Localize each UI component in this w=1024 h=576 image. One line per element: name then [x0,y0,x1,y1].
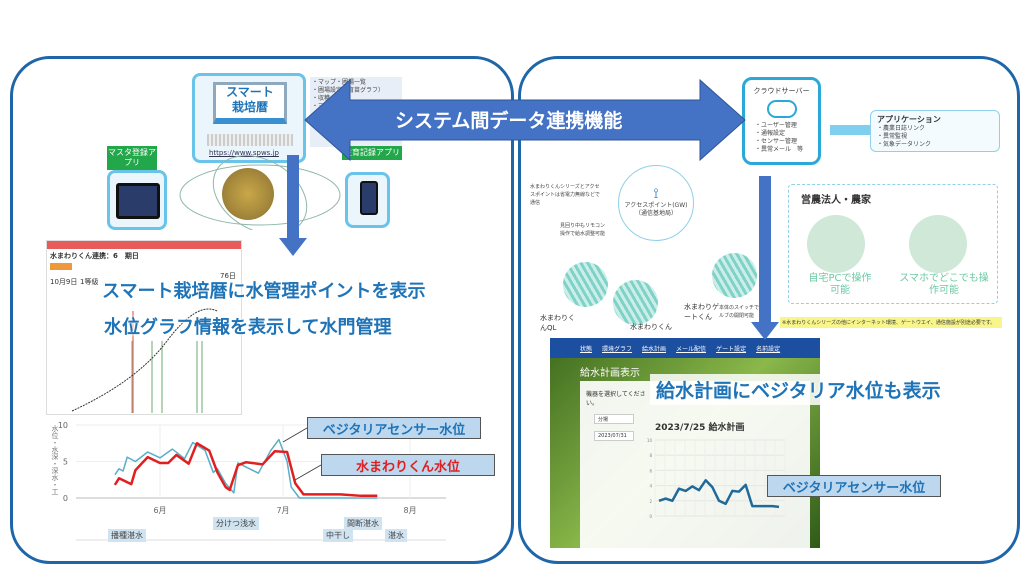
y-tick-label: 10 [647,438,653,443]
note-remote: 見回り中もリモコン操作で給水調整可能 [560,223,606,237]
water-plan-chart-title: 2023/7/25 給水計画 [655,423,745,433]
field-circle [563,262,608,307]
water-plan-chart: 0 2 4 6 8 10 [647,438,786,519]
device-select[interactable]: 分場 [594,414,634,424]
series-line-mizumawari [113,442,378,498]
phone-image [345,172,390,228]
y-tick-label: 8 [649,453,652,458]
x-tick-label: 6月 [153,506,166,515]
connection-ellipses [179,155,341,230]
access-point: ⟟ アクセスポイント(GW) （通信基地局） [618,165,694,241]
menu-item: ・マイ [312,103,331,110]
water-level-chart: 0 5 10 6月 7月 8月 [58,421,446,541]
annotation-flood: 湛水 [385,529,407,542]
device-label-gate: 水まわりゲートくん [684,303,719,321]
device-label-ql: 水まわりくんQL [540,314,575,332]
y-tick-label: 4 [649,484,652,489]
menu-item: ・圃場設定（育苗グラフ） [312,87,385,94]
nav-gate[interactable]: ゲート設定 [716,345,747,353]
menu-list: ・マップ・圃場一覧 ・圃場設定（育苗グラフ） ・収穫 ・マイ [310,77,402,147]
nav-env-graph[interactable]: 環境グラフ [602,345,633,353]
y-tick-label: 6 [649,468,652,473]
screen-grade: 1等級 [80,278,99,286]
phone-operable: スマホでどこでも操作可能 [899,273,989,296]
cloud-item: ・ユーザー管理 [755,122,797,129]
phone-user-image [909,215,967,273]
x-tick-label: 8月 [404,506,417,515]
farmer-title: 営農法人・農家 [801,195,871,206]
pc-operable: 自宅PCで操作可能 [808,273,872,296]
cloud-item: ・通報設定 [755,130,786,137]
cloud-server-title: クラウドサーバー [753,87,810,95]
nav-mail[interactable]: メール配信 [676,345,707,353]
app-item: ・異常監視 [877,133,908,140]
cloud-item: ・センサー管理 [755,138,798,145]
cloud-server-box: クラウドサーバー ・ユーザー管理 ・通報設定 ・センサー管理 ・異常メール 等 [742,77,821,165]
menu-item: ・マップ・圃場一覧 [312,79,367,86]
rice-image [222,168,274,220]
date-input[interactable]: 2023/07/31 [594,431,634,441]
monitor-title-2: 栽培暦 [231,100,268,114]
webapp-title: 給水計画表示 [580,368,640,379]
nav-water-plan[interactable]: 給水計画 [642,345,667,353]
field-circle [613,280,658,325]
note-communication: 水まわりくんシリーズとアクセスポイントは省電力無線などで通信 [530,184,600,206]
callout-vegetalia-left: ベジタリアセンサー水位 [307,417,481,439]
device-prompt: 機器を選択してください。 [586,391,646,407]
callout-vegetalia-right: ベジタリアセンサー水位 [767,475,941,497]
bidirectional-arrow-icon [830,125,870,135]
y-tick-label: 5 [63,458,68,467]
farmer-box: 営農法人・農家 自宅PCで操作可能 スマホでどこでも操作可能 [788,184,998,304]
app-item: ・農業日誌リンク [877,125,926,132]
access-point-sublabel: （通信基地局） [634,210,677,217]
app-item: ・気象データリンク [877,141,932,148]
annotation-intermittent: 間断湛水 [344,517,382,530]
device-note: 本体のスイッチでもバルブの開閉可能 [719,305,770,319]
callout-mizumawari: 水まわりくん水位 [321,454,495,476]
device-label-mizumawari: 水まわりくん [630,323,672,331]
cloud-item: ・異常メール 等 [755,146,804,153]
caption-water-plan: 給水計画にベジタリア水位も表示 [650,374,947,405]
smart-calendar-monitor: スマート 栽培暦 https://www.spws.jp [192,73,306,163]
x-tick-label: 7月 [276,506,289,515]
series-line-vegetalia [114,438,378,499]
antenna-icon: ⟟ [653,186,659,202]
screen-date: 10月9日 [50,278,78,286]
master-app-label: マスタ登録アプリ [107,146,157,170]
field-circle [712,253,757,298]
annotation-sowing-flood: 播種湛水 [108,529,146,542]
access-point-label: アクセスポイント(GW) [624,202,688,209]
screen-header: 水まわりくん連携：6 期日 [50,252,139,260]
menu-item: ・収穫 [312,95,331,102]
calendar-screenshot: 水まわりくん連携：6 期日 10月9日 1等級 76日 [46,240,242,415]
annotation-midseason-drain: 中干し [323,529,353,542]
nav-name[interactable]: 名前設定 [756,345,781,353]
pc-user-image [807,215,865,273]
data-link-title: システム間データ連携機能 [395,110,623,132]
application-title: アプリケーション [877,115,941,124]
screen-days: 76日 [220,272,236,280]
application-box: アプリケーション ・農業日誌リンク・異常監視・気象データリンク [870,110,1000,152]
chart1-ylabel: 水位・水深・深水・工 [51,425,59,495]
nav-status[interactable]: 状態 [580,345,593,353]
url-link[interactable]: https://www.spws.jp [209,149,279,157]
monitor-title-1: スマート [226,85,274,99]
caption-gate-management: 水位グラフ情報を表示して水門管理 [104,317,392,338]
y-tick-label: 0 [649,514,652,519]
y-tick-label: 10 [58,421,68,430]
cloud-icon [766,100,797,118]
y-tick-label: 2 [649,499,652,504]
tablet-image [107,170,167,230]
annotation-shallow: 分けつ浅水 [213,517,259,530]
series-line-vegetalia [658,479,780,509]
caption-water-points: スマート栽培暦に水管理ポイントを表示 [102,281,426,302]
footnote: ※水まわりくんシリーズの他にインターネット環境、ゲートウエイ、通信施設が別途必要… [780,317,1002,328]
y-tick-label: 0 [63,494,68,503]
